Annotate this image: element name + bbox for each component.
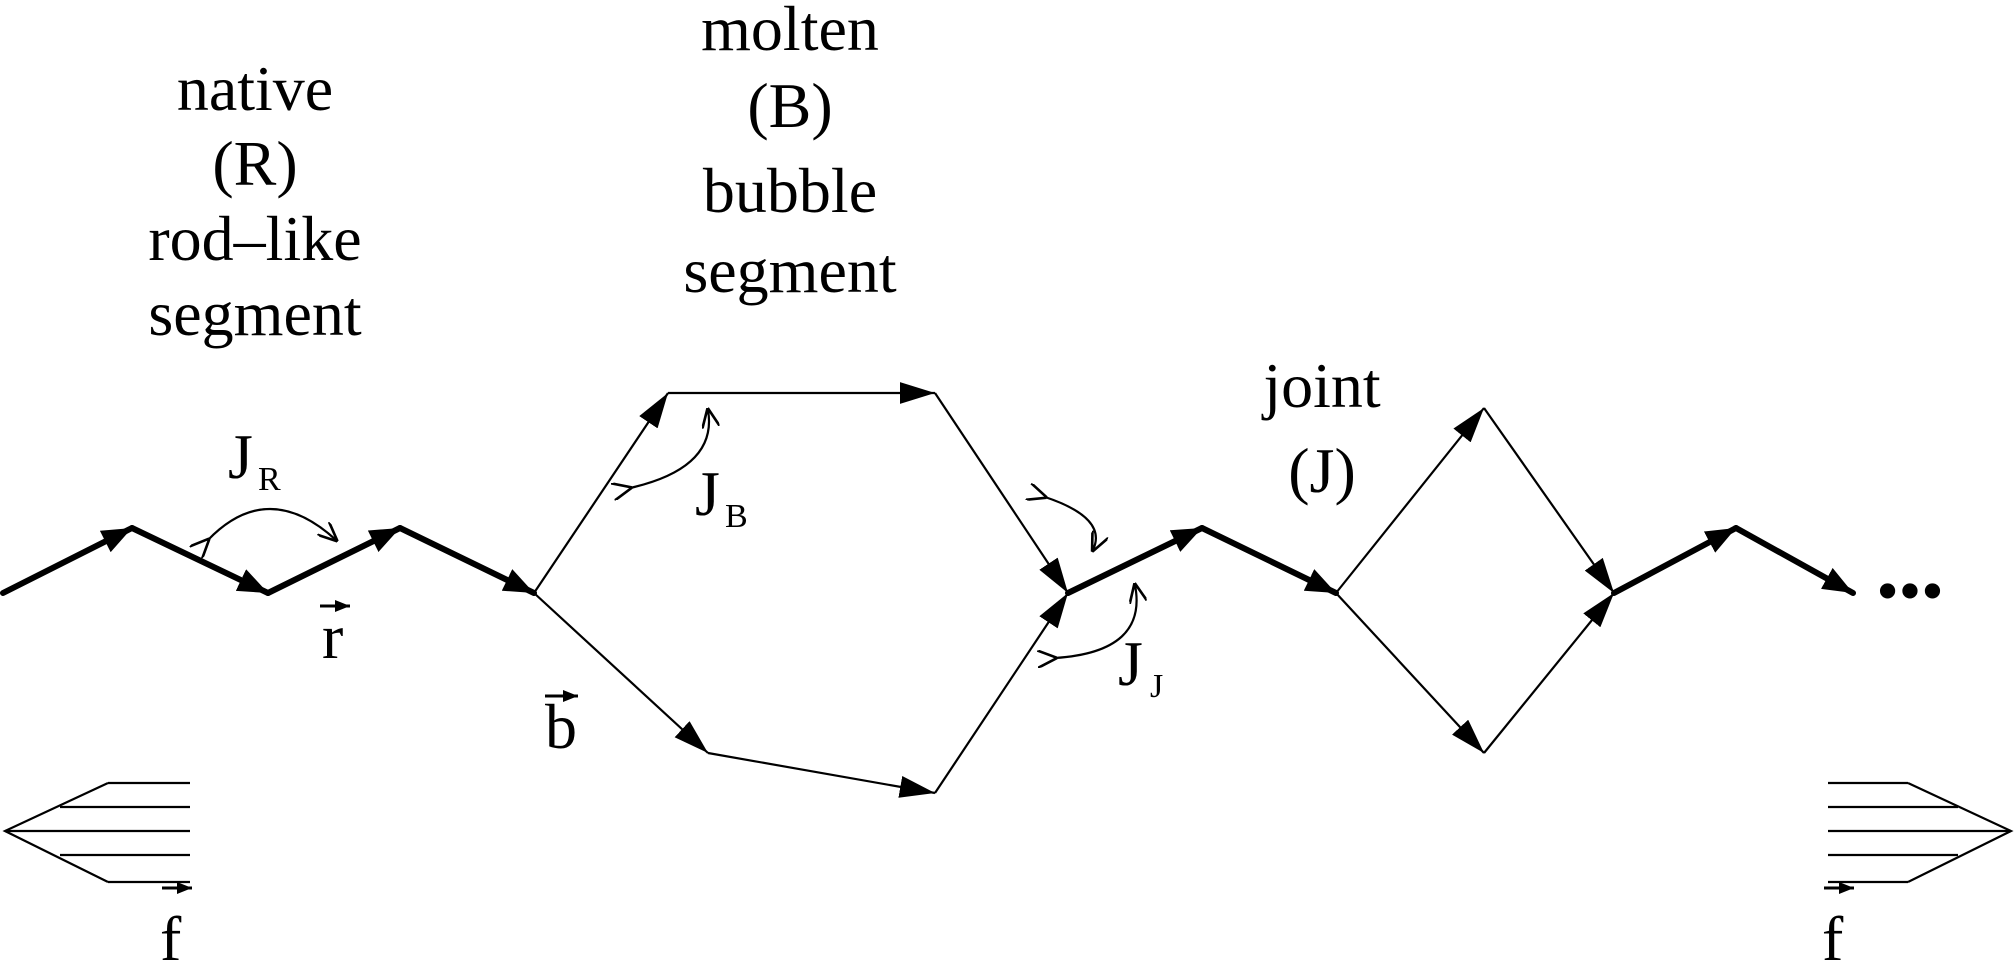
rod-bond-1 bbox=[0, 525, 135, 596]
continuation-ellipsis: ••• bbox=[1876, 555, 1943, 626]
joint-bond-1 bbox=[1065, 525, 1205, 596]
native-label-line3: rod–like bbox=[148, 203, 361, 274]
molten-label-line4: segment bbox=[683, 235, 897, 306]
JJ-label: J J bbox=[1118, 628, 1163, 705]
diamond-bond-4 bbox=[1483, 592, 1615, 754]
JB-label: J B bbox=[695, 458, 748, 535]
force-arrow-right bbox=[1828, 781, 2014, 884]
b-vector-label: b bbox=[545, 690, 578, 762]
f-right-text: f bbox=[1822, 903, 1844, 967]
diamond-bond-1 bbox=[1335, 407, 1485, 594]
rod-bond-2 bbox=[129, 525, 271, 596]
rod-bond-4 bbox=[397, 525, 537, 596]
joint-chain bbox=[1065, 525, 1339, 596]
JJ-subscript: J bbox=[1150, 668, 1163, 705]
JJ-main: J bbox=[1118, 628, 1143, 699]
bubble-bond-down-1 bbox=[934, 392, 1069, 594]
rod-bond-3 bbox=[265, 525, 403, 596]
joint-label-line1: joint bbox=[1261, 350, 1381, 421]
force-arrow-left bbox=[2, 781, 190, 884]
molten-bubble bbox=[533, 382, 1069, 798]
f-vector-label-right: f bbox=[1822, 882, 1854, 967]
diamond-bubble bbox=[1335, 407, 1615, 754]
JR-label: J R bbox=[228, 421, 281, 498]
native-label-line4: segment bbox=[148, 278, 362, 349]
diamond-bond-2 bbox=[1483, 407, 1615, 594]
native-rod-chain bbox=[0, 525, 537, 596]
JJ-coupling-arc bbox=[1055, 585, 1137, 658]
joint-label: joint (J) bbox=[1261, 350, 1381, 506]
f-left-text: f bbox=[160, 903, 182, 967]
r-vector-label: r bbox=[320, 600, 350, 672]
trail-bond-1 bbox=[1611, 525, 1739, 596]
molten-label-line3: bubble bbox=[703, 155, 877, 226]
bubble-bond-down-2 bbox=[533, 592, 709, 754]
molten-label-line1: molten bbox=[701, 0, 879, 64]
bubble-bond-up-1 bbox=[533, 392, 669, 594]
b-vector-text: b bbox=[545, 691, 577, 762]
joint-label-line2: (J) bbox=[1288, 435, 1356, 506]
r-vector-text: r bbox=[322, 601, 343, 672]
JR-main: J bbox=[228, 421, 253, 492]
JB-main: J bbox=[695, 458, 720, 529]
molten-label-line2: (B) bbox=[747, 70, 832, 141]
JB-subscript: B bbox=[725, 498, 748, 535]
joint-top-coupling-arc bbox=[1045, 497, 1096, 550]
f-vector-label-left: f bbox=[160, 882, 192, 967]
native-segment-label: native (R) rod–like segment bbox=[148, 53, 362, 349]
JR-subscript: R bbox=[258, 461, 281, 498]
JB-coupling-arc bbox=[630, 410, 709, 488]
trailing-chain bbox=[1611, 525, 1856, 596]
native-label-line2: (R) bbox=[212, 128, 297, 199]
force-right-head bbox=[1907, 782, 2014, 883]
bubble-bond-bottom bbox=[707, 751, 936, 798]
JR-coupling-arc bbox=[208, 508, 336, 540]
molten-segment-label: molten (B) bubble segment bbox=[683, 0, 897, 306]
force-left-head bbox=[2, 782, 109, 883]
joint-bond-2 bbox=[1199, 525, 1339, 596]
trail-bond-2 bbox=[1733, 525, 1856, 596]
diamond-bond-3 bbox=[1335, 592, 1485, 754]
bubble-bond-up-2 bbox=[934, 592, 1069, 794]
native-label-line1: native bbox=[177, 53, 333, 124]
